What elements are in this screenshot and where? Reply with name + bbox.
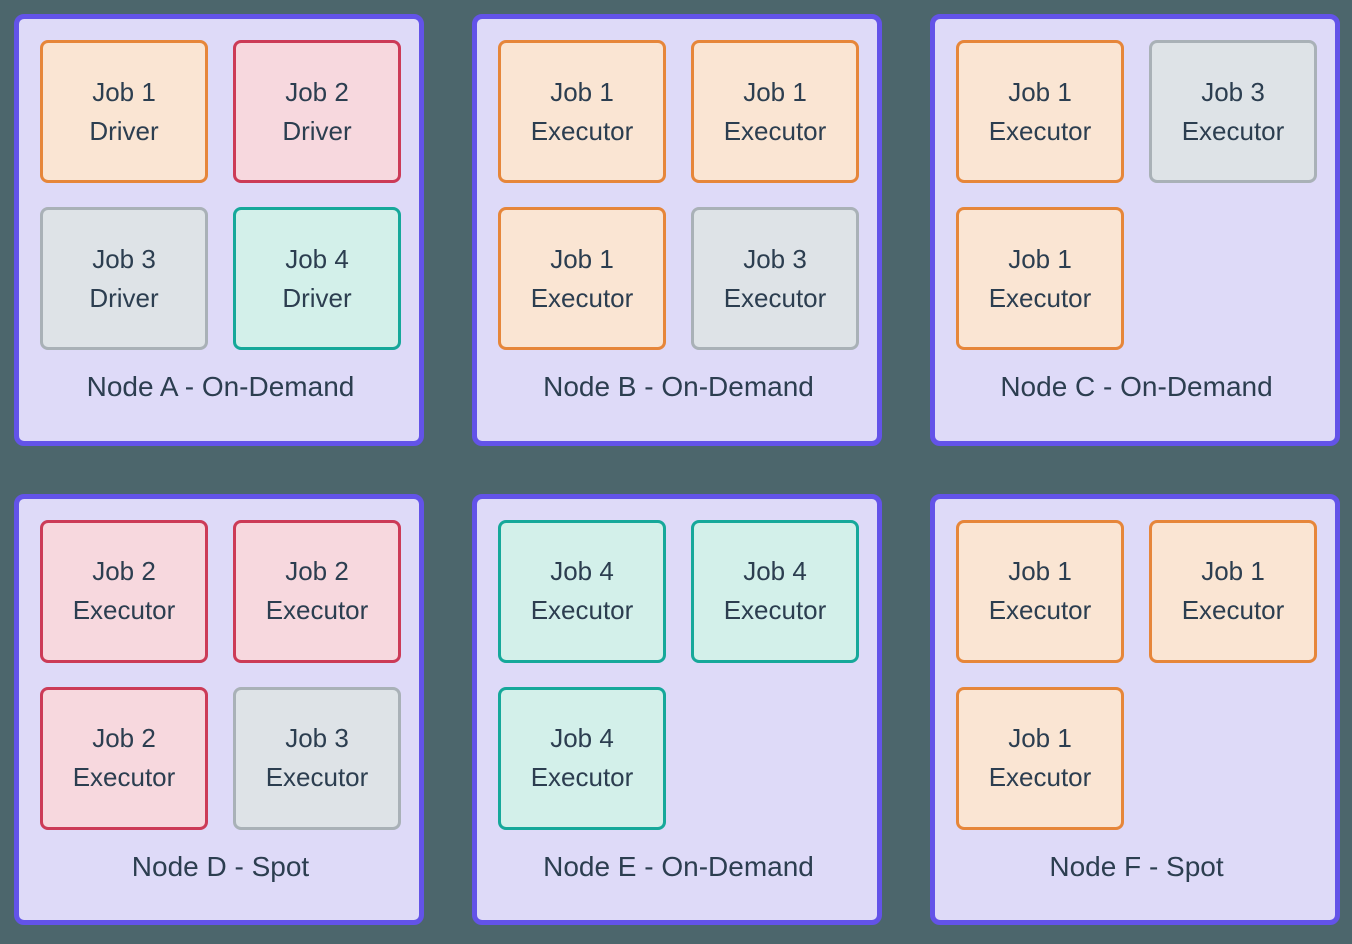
job-title: Job 1: [743, 76, 807, 107]
node-label: Node A - On-Demand: [86, 371, 355, 403]
job-title: Job 4: [550, 556, 614, 586]
job-title: Job 2: [285, 76, 349, 107]
job-role: Executor: [1181, 595, 1285, 625]
job-role: Driver: [282, 282, 352, 313]
job-box: Job 4 Executor: [691, 519, 859, 663]
node-label: Node F - Spot: [1049, 850, 1224, 882]
job-box: Job 4 Executor: [498, 686, 666, 830]
job-box: Job 1 Executor: [498, 40, 666, 183]
job-title: Job 1: [92, 76, 156, 107]
job-title: Job 1: [1008, 556, 1072, 586]
job-box: Job 1 Executor: [498, 207, 666, 350]
job-box: Job 1 Executor: [956, 40, 1124, 183]
job-role: Executor: [1181, 115, 1285, 146]
job-role: Executor: [72, 595, 176, 625]
job-role: Executor: [723, 282, 827, 313]
job-role: Executor: [530, 282, 634, 313]
job-role: Executor: [988, 762, 1092, 792]
job-title: Job 4: [743, 556, 807, 586]
job-box: Job 2 Executor: [233, 519, 401, 663]
job-box: Job 2 Executor: [40, 686, 208, 830]
job-role: Executor: [530, 115, 634, 146]
job-title: Job 1: [550, 243, 614, 274]
job-title: Job 1: [1201, 556, 1265, 586]
job-title: Job 4: [285, 243, 349, 274]
job-role: Driver: [89, 115, 159, 146]
job-title: Job 3: [92, 243, 156, 274]
job-box: Job 3 Executor: [691, 207, 859, 350]
job-title: Job 3: [1201, 76, 1265, 107]
job-box: Job 1 Executor: [1149, 519, 1317, 663]
job-role: Executor: [723, 595, 827, 625]
job-title: Job 2: [92, 556, 156, 586]
job-box: Job 2 Executor: [40, 519, 208, 663]
job-title: Job 4: [550, 723, 614, 753]
job-role: Executor: [988, 282, 1092, 313]
job-title: Job 1: [550, 76, 614, 107]
job-box: Job 1 Executor: [956, 207, 1124, 350]
job-box: Job 2 Driver: [233, 40, 401, 183]
job-box: Job 1 Executor: [956, 519, 1124, 663]
job-role: Executor: [988, 595, 1092, 625]
job-role: Executor: [72, 762, 176, 792]
job-box: Job 1 Driver: [40, 40, 208, 183]
job-title: Job 1: [1008, 76, 1072, 107]
job-box: Job 4 Driver: [233, 207, 401, 350]
job-title: Job 3: [743, 243, 807, 274]
job-role: Executor: [530, 595, 634, 625]
job-title: Job 1: [1008, 723, 1072, 753]
job-role: Executor: [988, 115, 1092, 146]
job-box: Job 3 Executor: [1149, 40, 1317, 183]
job-role: Driver: [282, 115, 352, 146]
node-label: Node C - On-Demand: [1000, 371, 1273, 403]
job-box: Job 3 Executor: [233, 686, 401, 830]
job-box: Job 1 Executor: [691, 40, 859, 183]
job-role: Executor: [723, 115, 827, 146]
node-label: Node D - Spot: [131, 850, 310, 882]
job-role: Executor: [530, 762, 634, 792]
job-role: Executor: [265, 762, 369, 792]
node-label: Node B - On-Demand: [543, 371, 814, 403]
job-role: Executor: [265, 595, 369, 625]
job-box: Job 1 Executor: [956, 686, 1124, 830]
job-box: Job 4 Executor: [498, 519, 666, 663]
job-box: Job 3 Driver: [40, 207, 208, 350]
job-title: Job 2: [92, 723, 156, 753]
job-title: Job 1: [1008, 243, 1072, 274]
job-role: Driver: [89, 282, 159, 313]
job-title: Job 3: [285, 723, 349, 753]
job-title: Job 2: [285, 556, 349, 586]
node-label: Node E - On-Demand: [543, 850, 814, 882]
